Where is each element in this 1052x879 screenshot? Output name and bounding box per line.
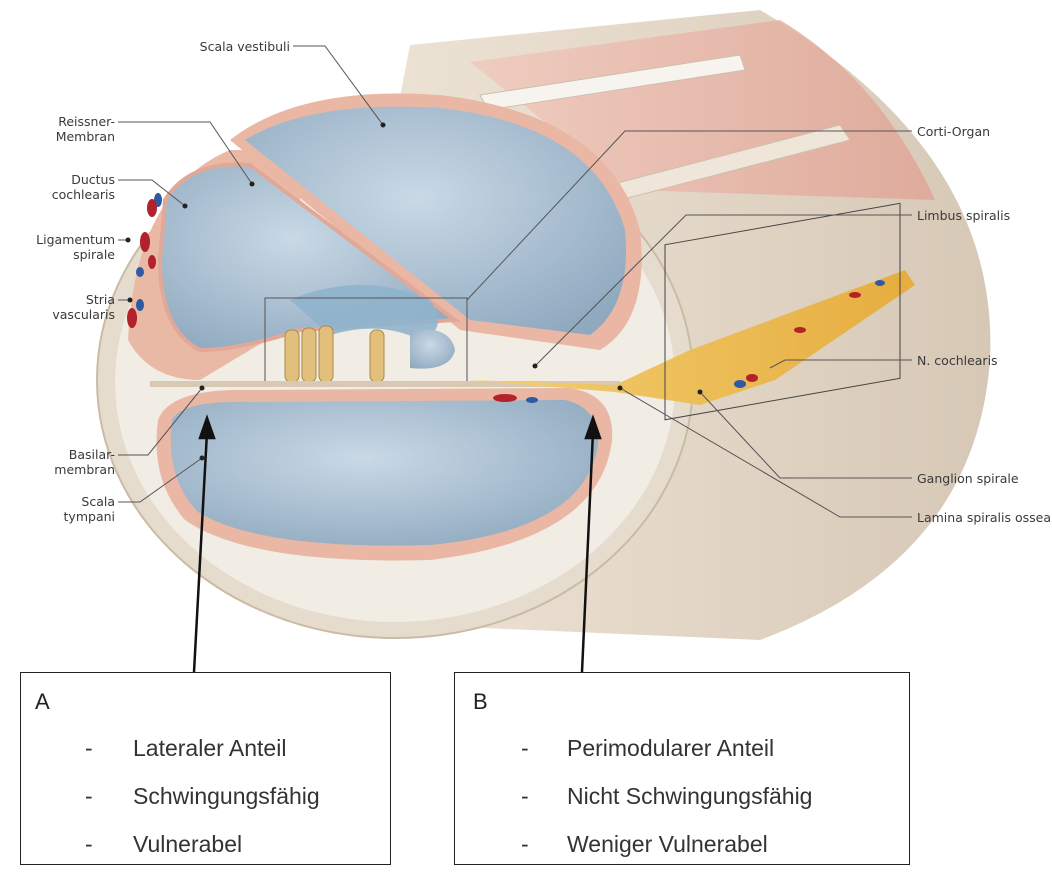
list-item: - Weniger Vulnerabel [455, 831, 909, 879]
box-b-title: B [473, 689, 488, 715]
list-item: - Vulnerabel [21, 831, 390, 879]
label-scala-tympani: Scala tympani [10, 494, 115, 524]
label-ductus-cochlearis: Ductus cochlearis [10, 172, 115, 202]
bullet-dash: - [521, 735, 529, 762]
list-item: - Nicht Schwingungsfähig [455, 783, 909, 831]
label-corti-organ: Corti-Organ [917, 124, 990, 139]
label-ganglion-spirale: Ganglion spirale [917, 471, 1019, 486]
list-item: - Perimodularer Anteil [455, 735, 909, 783]
box-a-list: - Lateraler Anteil - Schwingungsfähig - Vul… [21, 735, 390, 879]
label-limbus-spiralis: Limbus spiralis [917, 208, 1010, 223]
label-reissner-membran: Reissner- Membran [10, 114, 115, 144]
list-item: - Schwingungsfähig [21, 783, 390, 831]
label-stria-vascularis: Stria vascularis [10, 292, 115, 322]
label-ligamentum-spirale: Ligamentum spirale [0, 232, 115, 262]
list-item-text: Vulnerabel [133, 831, 242, 858]
cross-section-face [97, 93, 693, 638]
list-item-text: Weniger Vulnerabel [567, 831, 768, 858]
bullet-dash: - [85, 831, 93, 858]
bullet-dash: - [85, 783, 93, 810]
list-item-text: Schwingungsfähig [133, 783, 320, 810]
list-item-text: Nicht Schwingungsfähig [567, 783, 812, 810]
label-scala-vestibuli: Scala vestibuli [160, 39, 290, 54]
box-b-list: - Perimodularer Anteil - Nicht Schwingungs… [455, 735, 909, 879]
list-item-text: Lateraler Anteil [133, 735, 286, 762]
label-basilar-membran: Basilar- membran [10, 447, 115, 477]
annotation-box-a: A - Lateraler Anteil - Schwingungsfähig - V… [20, 672, 391, 865]
list-item-text: Perimodularer Anteil [567, 735, 774, 762]
box-a-title: A [35, 689, 50, 715]
bullet-dash: - [521, 783, 529, 810]
label-n-cochlearis: N. cochlearis [917, 353, 998, 368]
list-item: - Lateraler Anteil [21, 735, 390, 783]
bullet-dash: - [85, 735, 93, 762]
label-lamina-spiralis-ossea: Lamina spiralis ossea [917, 510, 1051, 525]
bullet-dash: - [521, 831, 529, 858]
annotation-box-b: B - Perimodularer Anteil - Nicht Schwingun… [454, 672, 910, 865]
